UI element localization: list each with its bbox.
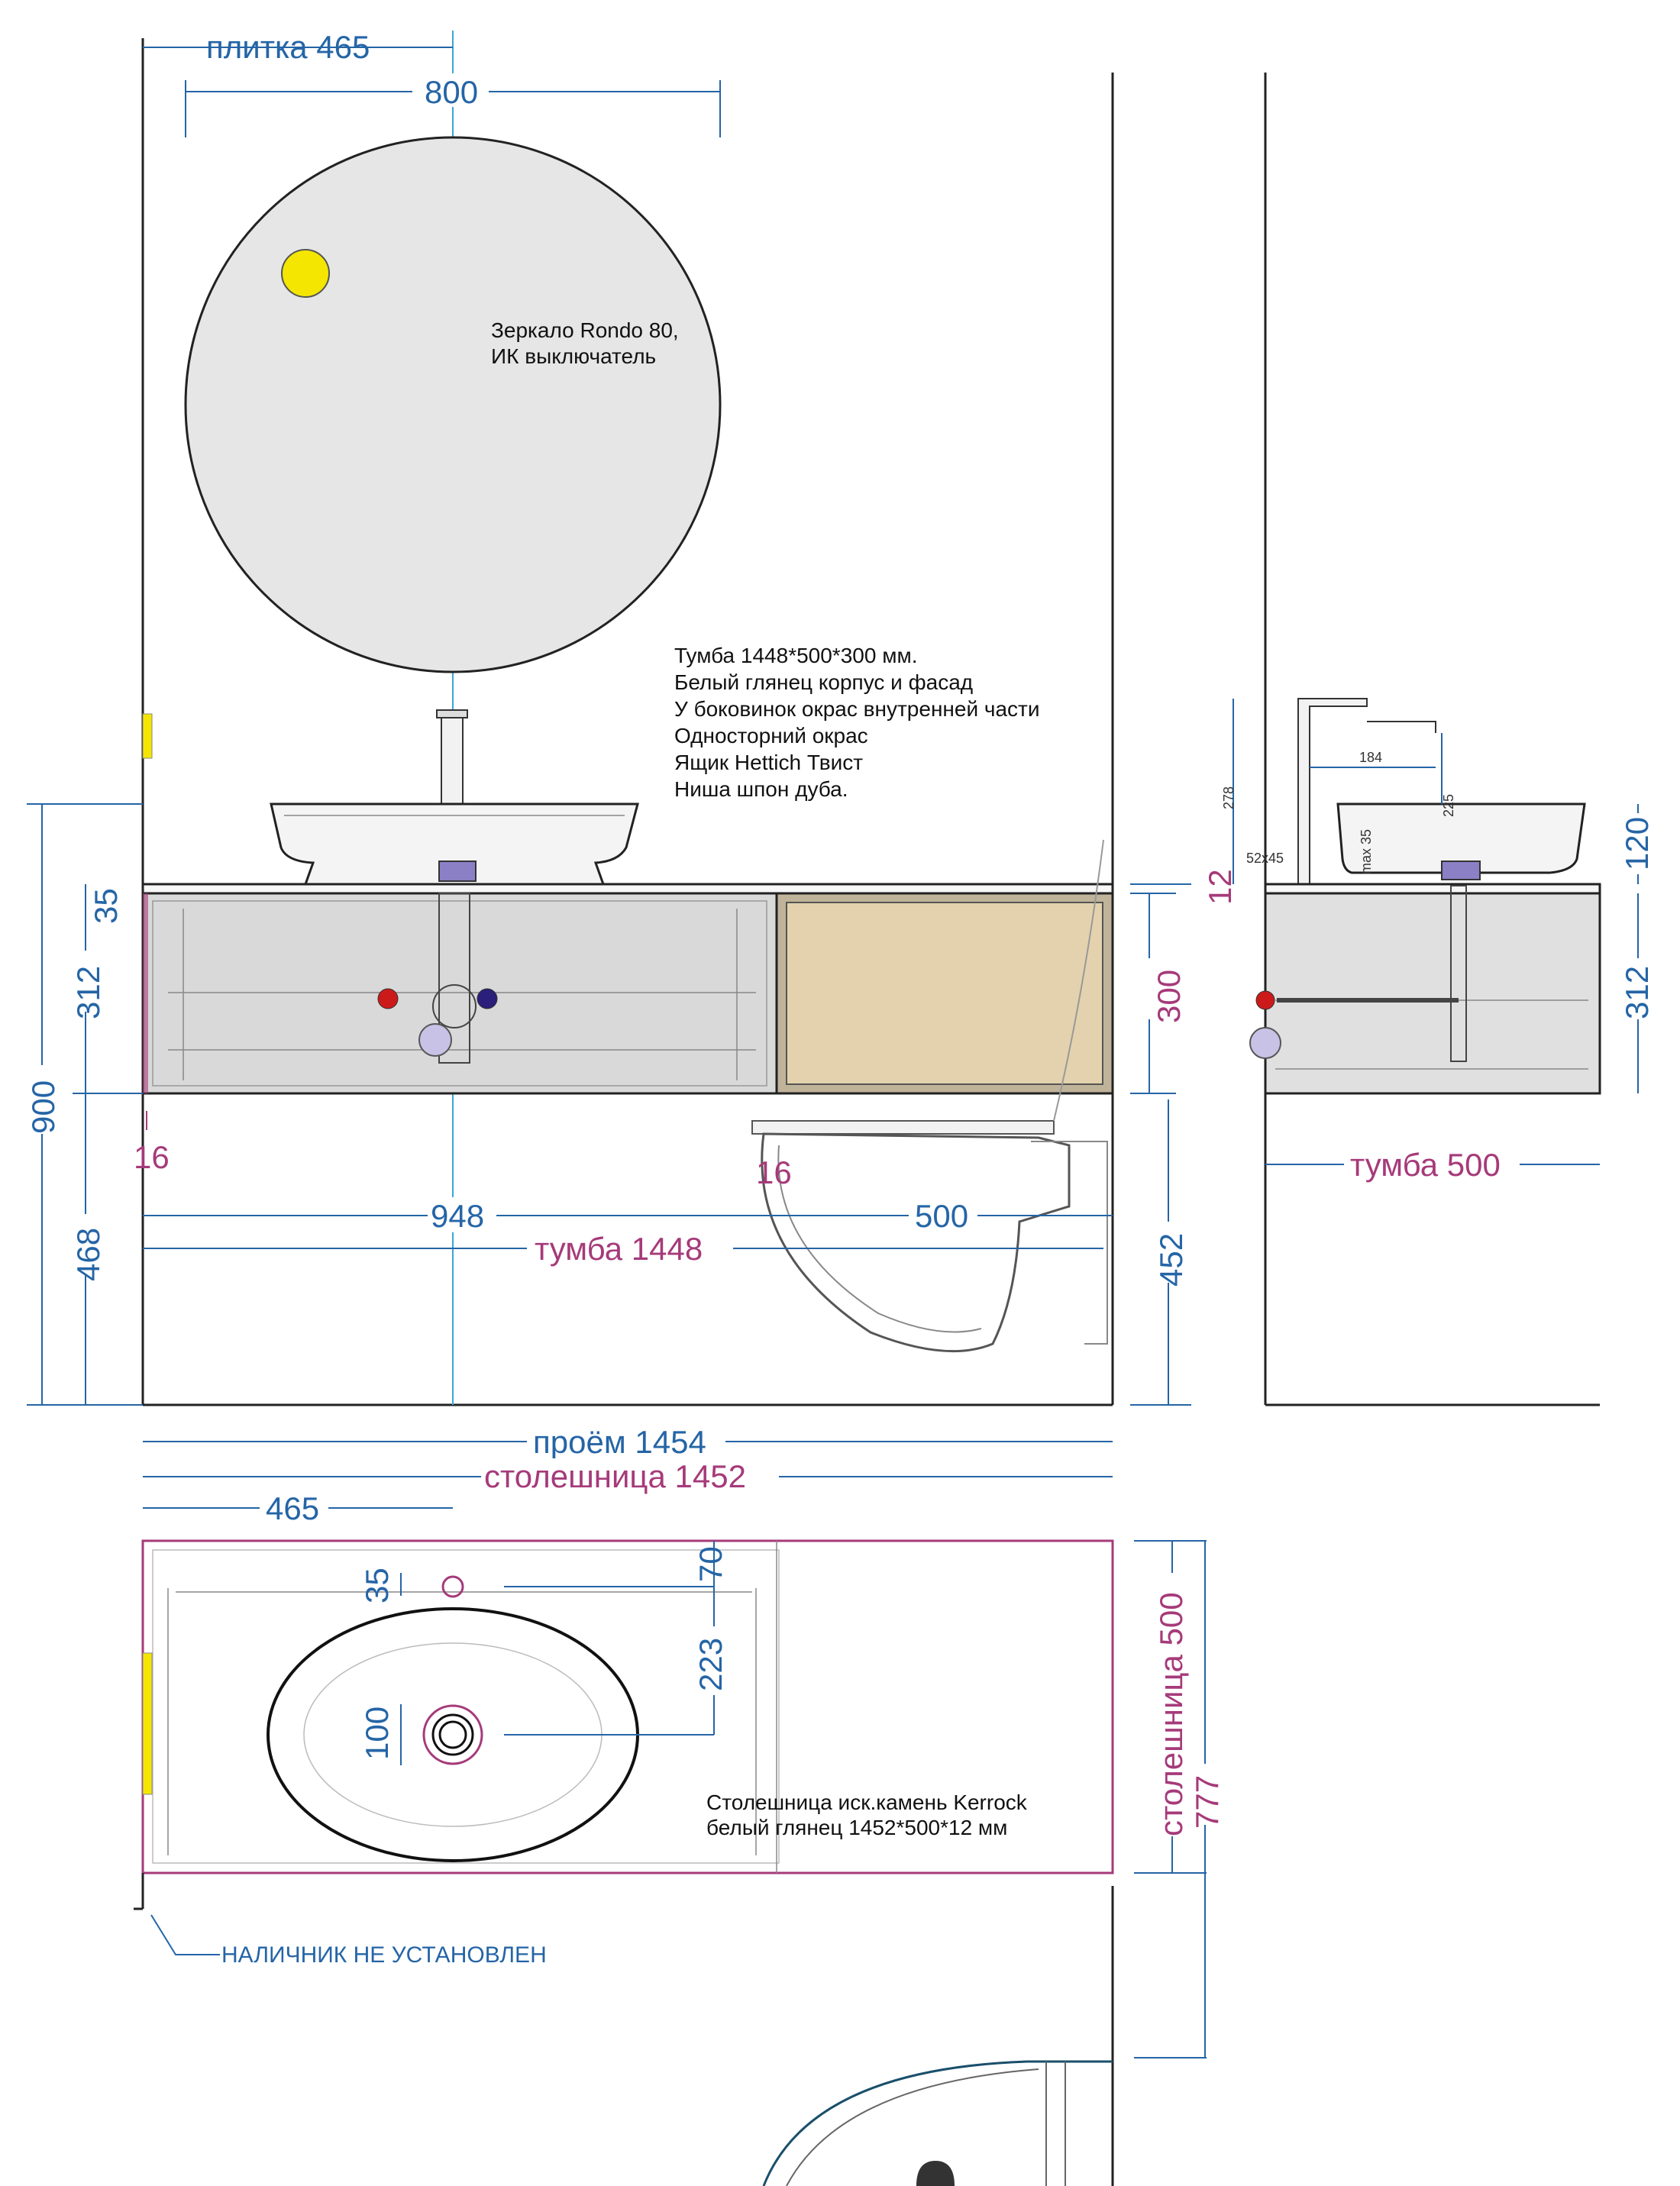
- tile-465-label: плитка 465: [206, 29, 370, 65]
- plan-223-label: 223: [693, 1638, 729, 1691]
- plan-100-label: 100: [359, 1707, 395, 1760]
- cabinet-note-line: Белый глянец корпус и фасад: [674, 670, 973, 694]
- cabinet-note-line: Ящик Hettich Твист: [674, 751, 863, 774]
- mirror-note-line1: Зеркало Rondo 80,: [491, 318, 679, 342]
- plan-465-label: 465: [266, 1490, 319, 1526]
- cabinet-note: Тумба 1448*500*300 мм. Белый глянец корп…: [674, 644, 1040, 801]
- side-312-label: 312: [1619, 966, 1655, 1019]
- width-500-label: 500: [915, 1198, 968, 1234]
- cabinet-drawer: [141, 892, 778, 1095]
- opening-1454-label: проём 1454: [533, 1424, 706, 1460]
- side-52x45-label: 52x45: [1246, 851, 1284, 866]
- countertop-500-label: столешница 500: [1153, 1592, 1189, 1836]
- top-12-label: 12: [1202, 869, 1238, 905]
- trim-note: НАЛИЧНИК НЕ УСТАНОВЛЕН: [221, 1942, 547, 1968]
- plan-70-label: 70: [693, 1546, 729, 1582]
- cold-water-outlet-icon: [477, 988, 498, 1009]
- gap-16-left-label: 16: [134, 1139, 170, 1175]
- cabinet-312-label: 312: [70, 966, 106, 1019]
- side-184-label: 184: [1359, 750, 1382, 765]
- ir-sensor-icon: [281, 249, 330, 298]
- cabinet-note-line: Односторний окрас: [674, 724, 868, 748]
- niche-300-label: 300: [1151, 970, 1187, 1023]
- gap-35-label: 35: [88, 888, 124, 924]
- mirror-width-label: 800: [425, 74, 478, 110]
- side-278-label: 278: [1221, 786, 1236, 809]
- cabinet-note-line: Тумба 1448*500*300 мм.: [674, 644, 917, 667]
- side-elevation: 278 184 225 max 35 52x45 120 312 тумба 5…: [1221, 73, 1655, 1406]
- side-225-label: 225: [1441, 794, 1456, 817]
- countertop-1452-label: столешница 1452: [484, 1458, 746, 1494]
- drain-outlet-icon: [418, 1023, 452, 1057]
- hot-water-outlet-icon: [377, 988, 399, 1009]
- countertop-note-line2: белый глянец 1452*500*12 мм: [706, 1816, 1007, 1839]
- faucet-hole: [441, 1575, 464, 1598]
- countertop: [141, 883, 1114, 895]
- side-max35-label: max 35: [1359, 829, 1374, 874]
- total-height-label: 900: [25, 1080, 61, 1134]
- cabinet-note-line: У боковинок окрас внутренней части: [674, 697, 1040, 721]
- front-elevation: Зеркало Rondo 80, ИК выключатель Тумба 1…: [25, 29, 1238, 2186]
- mirror-note-line2: ИК выключатель: [491, 344, 656, 368]
- tile-edge-marker: [142, 713, 153, 759]
- plan-35-label: 35: [359, 1568, 395, 1603]
- plan-view: проём 1454 столешница 1452 465 35 70: [134, 1424, 1225, 2186]
- side-120-label: 120: [1619, 817, 1655, 870]
- wc-plan: [762, 2060, 1113, 2186]
- cabinet-1448-label: тумба 1448: [535, 1231, 703, 1267]
- plan-777-label: 777: [1189, 1775, 1225, 1829]
- side-cabinet-500-label: тумба 500: [1350, 1147, 1501, 1183]
- faucet: [436, 709, 468, 805]
- side-cabinet: [1264, 892, 1601, 1095]
- wall-hung-wc: [751, 839, 1108, 1353]
- gap-16-mid-label: 16: [756, 1154, 792, 1190]
- floor-468-label: 468: [70, 1228, 106, 1281]
- drain-plan: [422, 1704, 483, 1765]
- cabinet-note-line: Ниша шпон дуба.: [674, 777, 848, 801]
- drain-valve: [438, 861, 477, 882]
- wc-452-label: 452: [1153, 1233, 1189, 1287]
- width-948-label: 948: [431, 1198, 484, 1234]
- countertop-note-line1: Столешница иск.камень Kerrock: [706, 1790, 1028, 1814]
- side-vessel: [1336, 802, 1586, 874]
- round-mirror: [184, 136, 722, 673]
